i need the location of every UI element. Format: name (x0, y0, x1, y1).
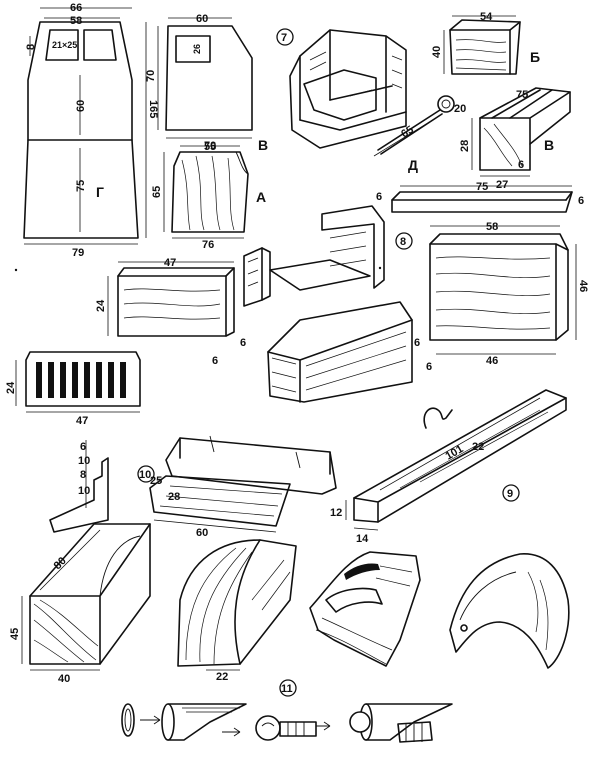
headlamp-assembly-drawing (121, 703, 453, 743)
badge-11: 11 (281, 683, 293, 695)
badge-9-circle (502, 484, 520, 502)
cab-block-drawing (429, 225, 577, 355)
dim-channel-base: 27 (496, 179, 508, 191)
dim-block-b-h: 40 (431, 46, 443, 58)
dim-cab-step: 6 (414, 337, 420, 349)
dim-block-b-w: 54 (480, 11, 493, 23)
dim-front-low-h: 75 (75, 180, 87, 192)
hood-block-drawing (107, 261, 235, 337)
dim-hood-top: 47 (164, 257, 176, 269)
fender-blank-drawing (21, 523, 151, 671)
badge-8-circle (395, 232, 413, 250)
dim-cab-top: 58 (486, 221, 498, 233)
dim-channel-h: 28 (459, 140, 471, 152)
channel-block-drawing (471, 87, 571, 177)
fender-stage-3 (449, 553, 570, 669)
dim-strip-w: 6 (376, 191, 382, 203)
side-panel-drawing (157, 17, 253, 139)
block-a-drawing (163, 145, 249, 239)
dim-block-a-top: 55 (204, 141, 216, 153)
dim-block-w: 40 (58, 673, 70, 685)
chassis-shell-drawing (267, 301, 413, 403)
dim-side-hole: 26 (192, 44, 202, 54)
wood-strip-drawing (391, 185, 573, 213)
front-panel-drawing (23, 7, 147, 245)
dim-key-head: 20 (454, 103, 466, 115)
dim-block-a-base: 76 (202, 239, 214, 251)
dim-front-top-h: 8 (25, 44, 37, 50)
dim-hood-step-h: 6 (240, 337, 246, 349)
axle-beam-drawing (345, 389, 567, 531)
letter-b: Б (530, 49, 540, 65)
stair-piece-drawing (49, 440, 109, 533)
dim-key-len: 65 (399, 124, 416, 141)
frame-assembly-drawing (243, 205, 385, 307)
dim-fender-w: 22 (216, 671, 228, 683)
dim-front-window: 21×25 (52, 40, 77, 50)
base-assembly-drawing (149, 435, 337, 533)
dim-beam-mark: 22 (472, 441, 484, 453)
stray-mark (14, 268, 18, 272)
badge-10: 10 (139, 469, 151, 481)
letter-g: Г (96, 184, 104, 200)
dim-cab-base: 46 (486, 355, 498, 367)
dim-block-a-h: 65 (151, 186, 163, 198)
dim-hood-h: 24 (95, 299, 107, 312)
letter-v-panel: В (258, 137, 268, 153)
dim-stair-c: 8 (80, 469, 86, 481)
dim-grille-w: 47 (76, 415, 88, 427)
badge-11-circle (279, 679, 297, 697)
letter-v-box: В (544, 137, 554, 153)
dim-base-28: 28 (168, 491, 180, 503)
stray-mark (378, 266, 382, 270)
dim-base-60: 60 (196, 527, 208, 539)
dim-cab-h: 46 (577, 280, 589, 292)
badge-10-circle (137, 465, 155, 483)
dim-channel-slot: 6 (518, 159, 524, 171)
block-b-drawing (443, 15, 521, 75)
dim-block-h: 45 (9, 628, 21, 640)
dim-beam-h: 12 (330, 507, 342, 519)
dim-strip-h: 6 (578, 195, 584, 207)
dim-base-25: 25 (150, 475, 162, 487)
cab-assembly-drawing (289, 29, 407, 149)
dim-front-mid-h: 60 (75, 100, 87, 112)
fender-stage-1 (177, 539, 297, 671)
dim-hood-step-w: 6 (212, 355, 218, 367)
dim-stair-a: 6 (80, 441, 86, 453)
dim-side-top-w: 60 (196, 13, 208, 25)
letter-d: Д (408, 157, 418, 173)
dim-grille-h: 24 (5, 381, 17, 394)
dim-side-h: 70 (145, 70, 157, 82)
badge-8: 8 (400, 236, 406, 248)
dim-stair-d: 10 (78, 485, 90, 497)
dim-stair-b: 10 (78, 455, 90, 467)
dim-beam-w: 14 (356, 533, 369, 545)
letter-a: А (256, 189, 266, 205)
bent-wire-drawing (423, 407, 453, 429)
dim-front-total-h: 165 (147, 100, 159, 118)
dim-cab-step-w: 6 (426, 361, 432, 373)
dim-front-total-width: 66 (70, 2, 82, 14)
dim-strip-len: 75 (476, 181, 488, 193)
pin-key-drawing (373, 95, 455, 157)
dim-channel-len: 75 (516, 89, 528, 101)
badge-7: 7 (281, 32, 287, 44)
badge-7-circle (276, 28, 294, 46)
radiator-grille-drawing (15, 351, 141, 413)
dim-front-top-width: 58 (70, 15, 82, 27)
badge-9: 9 (507, 488, 513, 500)
dim-front-base-w: 79 (72, 247, 84, 259)
fender-stage-2 (309, 551, 421, 667)
